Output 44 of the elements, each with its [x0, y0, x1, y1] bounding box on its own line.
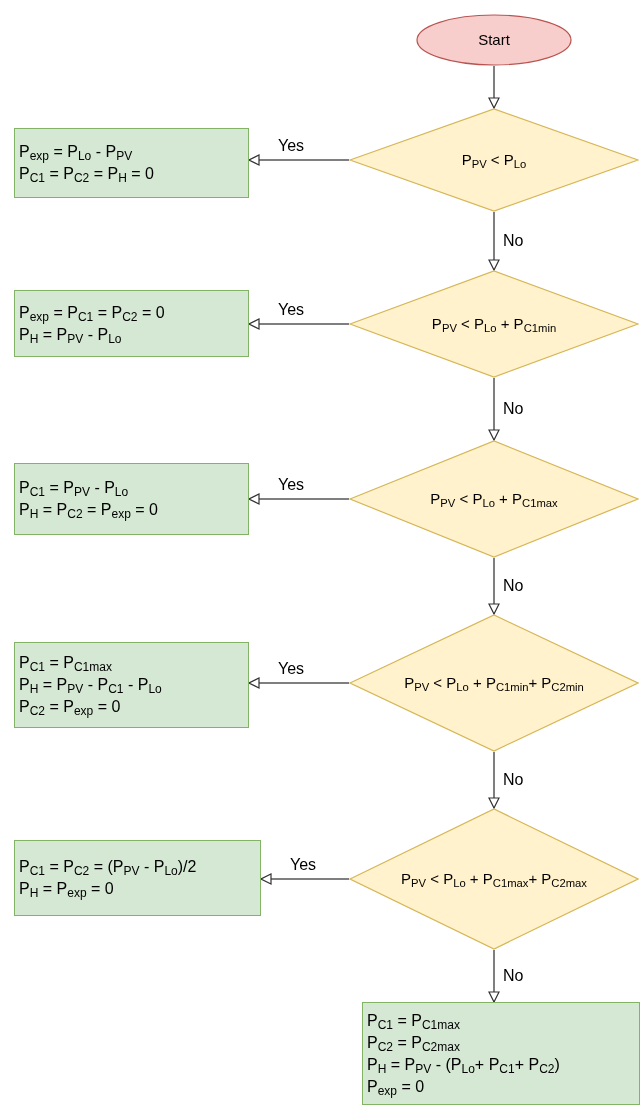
equation-text: P$_{exp}$ = 0	[367, 1076, 425, 1098]
arrow	[488, 557, 500, 615]
arrow	[248, 493, 350, 505]
arrow	[260, 873, 350, 885]
equation-text: P$_{C1}$ = P$_{PV}$ - P$_{Lo}$	[19, 478, 129, 499]
process-box	[14, 463, 249, 535]
equation-text: P$_{C1}$ = P$_{C1max}$	[19, 653, 112, 674]
equation-text: P$_{H}$ = P$_{PV}$ - (P$_{Lo}$+ P$_{C1}$+ P$_{C2}$)	[367, 1054, 560, 1076]
condition-text: P$_{PV}$ < P$_{Lo}$ + P$_{C1max}$+ P$_{C2max}$	[401, 869, 587, 889]
process-box	[362, 1002, 640, 1105]
decision-diamond	[349, 440, 639, 558]
equation-text: P$_{H}$ = P$_{PV}$ - P$_{Lo}$	[19, 324, 122, 346]
decision-diamond	[349, 614, 639, 752]
condition-text: P$_{PV}$ < P$_{Lo}$ + P$_{C1min}$	[431, 314, 557, 334]
start-text: Start	[478, 30, 510, 50]
decision-diamond	[349, 808, 639, 950]
equation-text: P$_{H}$ = P$_{C2}$ = P$_{exp}$ = 0	[19, 500, 158, 521]
equation-text: P$_{exp}$ = P$_{Lo}$ - P$_{PV}$	[19, 142, 133, 163]
decision-diamond	[349, 108, 639, 212]
arrow	[488, 377, 500, 441]
equation-text: P$_{C2}$ = P$_{C2max}$	[367, 1032, 460, 1054]
arrow	[248, 318, 350, 330]
process-box	[14, 642, 249, 728]
process-box	[14, 290, 249, 357]
process-box	[14, 840, 261, 916]
decision-diamond	[349, 270, 639, 378]
equation-text: P$_{C1}$ = P$_{C2}$ = (P$_{PV}$ - P$_{Lo}$)/2	[19, 857, 197, 878]
arrow	[488, 65, 500, 109]
equation-text: P$_{C1}$ = P$_{C2}$ = P$_{H}$ = 0	[19, 164, 154, 185]
arrow	[488, 211, 500, 271]
start-ellipse	[416, 14, 572, 66]
process-box	[14, 128, 249, 198]
arrow	[248, 154, 350, 166]
condition-text: P$_{PV}$ < P$_{Lo}$ + P$_{C1min}$+ P$_{C2min}$	[404, 673, 584, 693]
condition-text: P$_{PV}$ < P$_{Lo}$	[461, 150, 527, 170]
arrow	[248, 677, 350, 689]
equation-text: P$_{H}$ = P$_{PV}$ - P$_{C1}$ - P$_{Lo}$	[19, 675, 162, 696]
arrow	[488, 949, 500, 1003]
equation-text: P$_{C1}$ = P$_{C1max}$	[367, 1010, 460, 1032]
condition-text: P$_{PV}$ < P$_{Lo}$ + P$_{C1max}$	[430, 489, 558, 509]
equation-text: P$_{H}$ = P$_{exp}$ = 0	[19, 879, 114, 900]
equation-text: P$_{C2}$ = P$_{exp}$ = 0	[19, 697, 121, 718]
arrow	[488, 751, 500, 809]
equation-text: P$_{exp}$ = P$_{C1}$ = P$_{C2}$ = 0	[19, 302, 165, 324]
